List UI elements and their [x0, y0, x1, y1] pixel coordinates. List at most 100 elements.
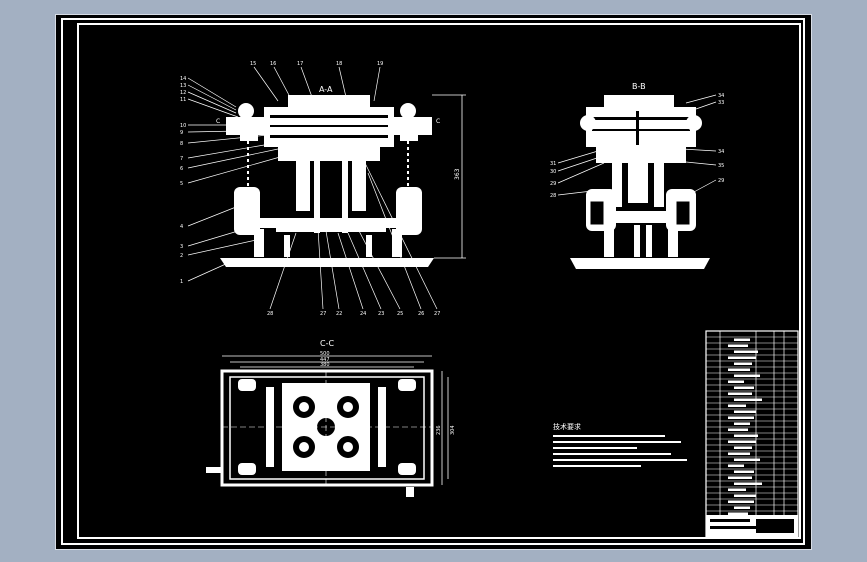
bom-cell-text	[734, 338, 750, 341]
bb-balloon-33: 33	[718, 100, 724, 106]
bom-cell-text	[728, 404, 746, 407]
sheet-inner-frame	[77, 23, 801, 539]
aa-balloon-5: 5	[180, 181, 183, 187]
bom-cell-text	[734, 362, 752, 365]
bb-top-cover	[604, 95, 674, 107]
aa-balloon-24: 24	[360, 311, 366, 317]
bb-balloon-29-left: 29	[550, 181, 556, 187]
aa-balloon-1: 1	[180, 279, 183, 285]
bb-crossbeam	[608, 211, 674, 223]
bom-cell-text	[728, 476, 752, 479]
bb-balloon-31: 31	[550, 161, 556, 167]
view-a-a: A-A	[180, 61, 466, 317]
cc-dim-middle: 447	[320, 357, 330, 363]
bom-cell-text	[728, 416, 754, 419]
drawing-viewport[interactable]: A-A	[55, 14, 812, 550]
view-b-b-title: B-B	[632, 82, 646, 91]
aa-column-1	[296, 161, 310, 211]
bom-cell-text	[734, 470, 754, 473]
view-c-c-title: C-C	[320, 339, 334, 348]
aa-balloon-17: 17	[297, 61, 303, 67]
bb-balloon-29: 29	[718, 178, 724, 184]
bom-cell-text	[734, 398, 762, 401]
aa-balloon-23: 23	[378, 311, 384, 317]
bb-balloon-34a: 34	[718, 93, 724, 99]
aa-balloon-3: 3	[180, 244, 183, 250]
aa-balloon-6: 6	[180, 166, 183, 172]
aa-balloon-14: 14	[180, 76, 186, 82]
cc-dim-inner: 380	[320, 362, 330, 368]
aa-balloon-7: 7	[180, 156, 183, 162]
bom-cell-text	[728, 392, 752, 395]
bom-cell-text	[728, 488, 746, 491]
bom-cell-text	[734, 482, 762, 485]
cc-base-plate	[220, 369, 434, 487]
bom-cell-text	[734, 374, 760, 377]
sheet-outer-frame	[61, 18, 805, 545]
bom-cell-text	[728, 452, 750, 455]
bom-cell-text	[728, 368, 750, 371]
bom-cell-text	[728, 428, 748, 431]
bom-cell-text	[734, 422, 750, 425]
aa-balloon-15: 15	[250, 61, 256, 67]
section-marker-c-left: C	[216, 118, 220, 125]
view-a-a-title: A-A	[319, 85, 333, 94]
assembly-drawing: A-A	[61, 18, 805, 545]
aa-balloon-25: 25	[397, 311, 403, 317]
title-block	[705, 330, 799, 538]
aa-top-cover	[288, 95, 370, 107]
aa-balloon-26: 26	[418, 311, 424, 317]
aa-balloon-13: 13	[180, 83, 186, 89]
aa-balloon-18: 18	[336, 61, 342, 67]
bb-lower-housing	[596, 147, 686, 163]
aa-balloon-12: 12	[180, 90, 186, 96]
bom-cell-text	[728, 356, 756, 359]
section-marker-c-right: C	[436, 118, 440, 125]
aa-balloon-22: 22	[336, 311, 342, 317]
aa-column-2	[352, 161, 366, 211]
aa-balloon-10: 10	[180, 123, 186, 129]
aa-left-cylinder	[234, 187, 260, 235]
bom-cell-text	[728, 512, 748, 515]
bom-cell-text	[728, 464, 744, 467]
aa-balloon-19: 19	[377, 61, 383, 67]
bb-balloon-34b: 34	[718, 149, 724, 155]
bom-cell-text	[734, 386, 754, 389]
bb-base-plate	[570, 258, 710, 269]
aa-right-cylinder	[396, 187, 422, 235]
bb-balloon-30: 30	[550, 169, 556, 175]
cc-dim-right-a: 236	[436, 425, 442, 435]
bom-cell-text	[734, 350, 758, 353]
aa-balloon-16: 16	[270, 61, 276, 67]
aa-balloon-8: 8	[180, 141, 183, 147]
bb-balloon-35: 35	[718, 163, 724, 169]
aa-balloon-4: 4	[180, 224, 183, 230]
bom-cell-text	[728, 500, 754, 503]
bb-gear-housing	[586, 107, 696, 147]
cc-dim-total: 500	[320, 351, 330, 357]
tech-req-heading: 技术要求	[553, 422, 581, 431]
aa-lower-housing	[278, 147, 380, 161]
bom-rows	[706, 336, 798, 515]
bom-cell-text	[728, 440, 756, 443]
bb-balloon-28: 28	[550, 193, 556, 199]
aa-base-plate	[220, 258, 434, 267]
bom-cell-text	[734, 446, 752, 449]
cc-dim-right-b: 304	[450, 425, 456, 435]
aa-crossbeam	[254, 218, 402, 228]
bom-cell-text	[728, 380, 744, 383]
aa-balloon-28: 28	[267, 311, 273, 317]
aa-balloon-2: 2	[180, 253, 183, 259]
bom-cell-text	[734, 506, 750, 509]
bom-cell-text	[728, 344, 748, 347]
bom-cell-text	[734, 434, 758, 437]
aa-height-dimension: 363	[454, 168, 461, 180]
aa-balloon-27b: 27	[434, 311, 440, 317]
bom-cell-text	[734, 458, 760, 461]
aa-balloon-11: 11	[180, 97, 186, 103]
bom-cell-text	[734, 494, 756, 497]
aa-balloon-9: 9	[180, 130, 183, 136]
bom-cell-text	[734, 410, 756, 413]
view-c-c: C-C 500 447 380	[206, 339, 456, 497]
